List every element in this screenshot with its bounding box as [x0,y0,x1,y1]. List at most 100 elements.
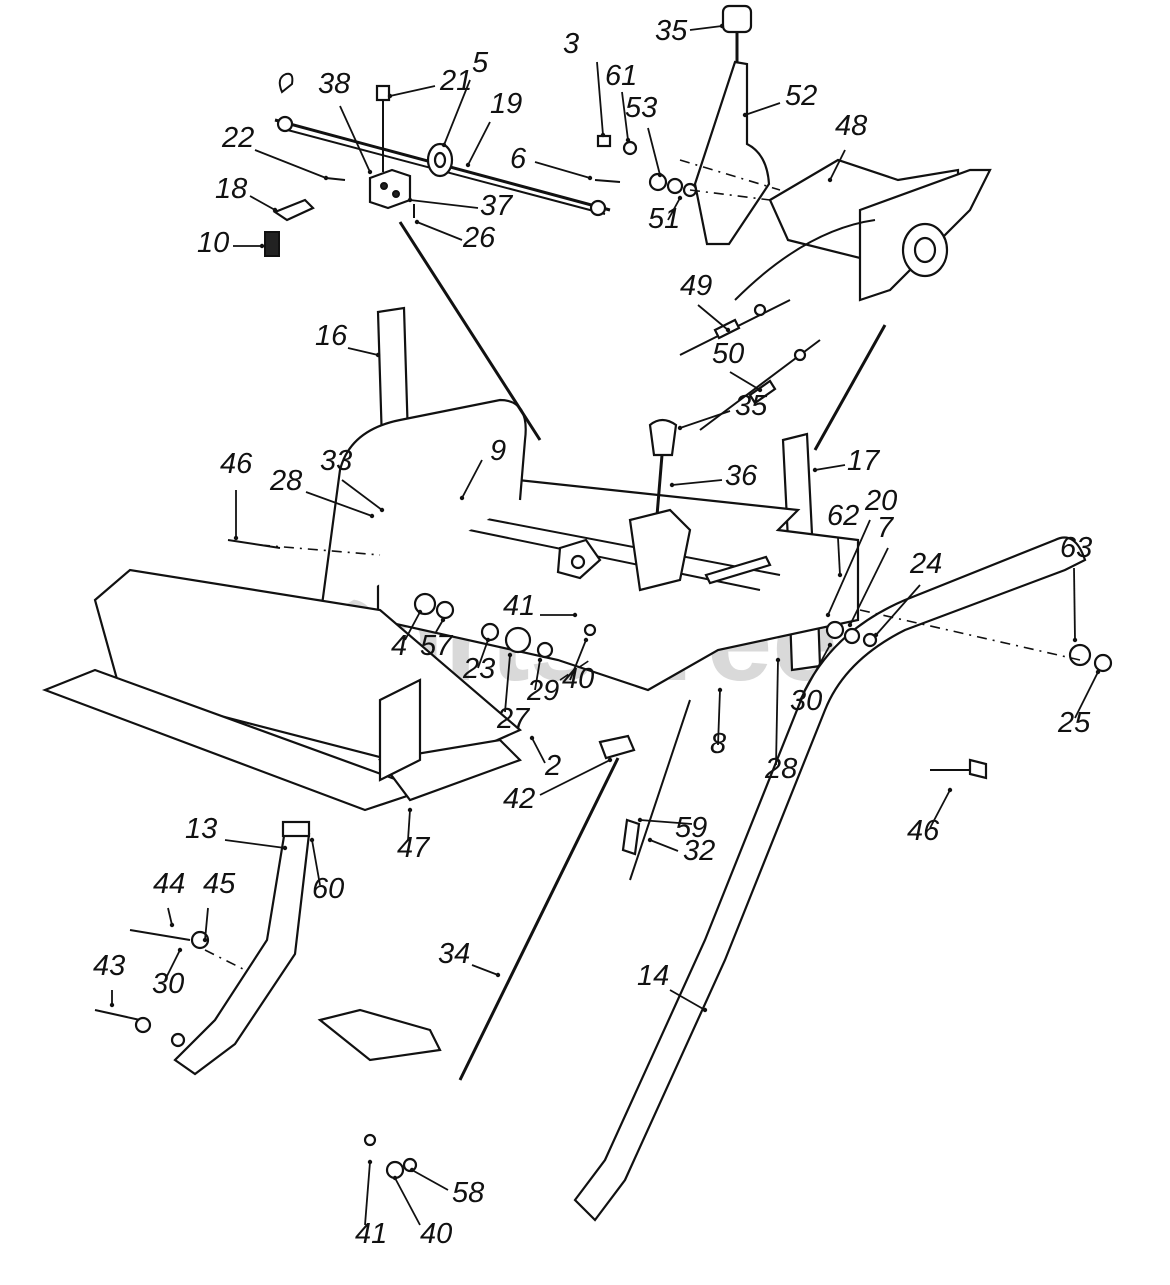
fasteners [227,539,1113,780]
callout-label[interactable]: 26 [462,222,496,254]
leader-arrowhead [259,243,265,249]
callout-label[interactable]: 52 [785,80,817,112]
drawing [41,4,1113,1222]
callout-label[interactable]: 3 [563,28,579,60]
callout-label[interactable]: 42 [503,783,535,815]
leader-line [679,410,731,429]
callout-label[interactable]: 18 [215,173,247,205]
leader-line [667,197,681,221]
callout-label[interactable]: 33 [320,445,352,477]
callout-label[interactable]: 41 [503,590,535,622]
callout-label[interactable]: 60 [312,873,344,905]
callout-label[interactable]: 8 [710,728,726,760]
callout-label[interactable]: 30 [790,685,822,717]
callout-label[interactable]: 41 [355,1218,387,1250]
callout-label[interactable]: 45 [203,868,236,900]
leader-line [407,809,411,841]
callout-label[interactable]: 62 [827,500,859,532]
leader-arrowhead [407,197,413,203]
leader-line [249,195,276,211]
callout-label[interactable]: 61 [605,60,637,92]
leader-arrowhead [657,172,663,178]
leader-arrowhead [825,612,831,618]
callout-label[interactable]: 23 [462,653,495,685]
leader-arrowhead [379,507,385,513]
callout-label[interactable]: 16 [315,320,348,352]
callout-label[interactable]: 38 [318,68,350,100]
leader-arrowhead [507,652,513,658]
callout-label[interactable]: 30 [152,968,184,1000]
leader-arrowhead [647,837,653,843]
leader-line [539,759,611,796]
callout-label[interactable]: 53 [625,92,657,124]
leader-line [689,25,723,31]
callout-label[interactable]: 43 [93,950,125,982]
leader-line [697,304,729,331]
callout-label[interactable]: 20 [864,485,897,517]
callout-label[interactable]: 37 [480,190,514,222]
chute [41,568,523,812]
callout-label[interactable]: 21 [439,65,472,97]
callout-label[interactable]: 5 [472,47,489,79]
callout-label[interactable]: 51 [648,203,680,235]
guide-line [813,324,887,451]
leader-line [875,584,921,636]
callout-label[interactable]: 28 [764,753,797,785]
leader-line [1074,671,1099,719]
callout-label[interactable]: 29 [526,675,559,707]
callout-label[interactable]: 32 [683,835,715,867]
callout-label[interactable]: 17 [847,445,881,477]
leader-line [837,537,841,576]
callout-label[interactable]: 35 [735,390,768,422]
leader-arrowhead [847,622,853,628]
leader-line [404,611,421,641]
callout-label[interactable]: 7 [877,512,895,544]
callout-label[interactable]: 59 [675,812,707,844]
callout-label[interactable]: 49 [680,270,712,302]
callout-label[interactable]: 25 [1057,707,1091,739]
leader-arrowhead [537,657,543,663]
callout-label[interactable]: 47 [397,832,431,864]
dash-line [559,659,591,681]
leader-line [534,659,541,691]
callout-label[interactable]: 4 [391,630,407,662]
callout-label[interactable]: 46 [220,448,253,480]
callout-label[interactable]: 2 [544,750,561,782]
callout-label[interactable]: 35 [655,15,688,47]
leader-arrowhead [572,612,578,618]
callout-label[interactable]: 40 [562,663,594,695]
leader-arrowhead [367,1159,373,1165]
callout-label[interactable]: 36 [725,460,758,492]
callout-label[interactable]: 24 [909,548,942,580]
callout-label[interactable]: 34 [438,938,470,970]
callout-label[interactable]: 13 [185,813,217,845]
leader-arrowhead [725,327,731,333]
callout-label[interactable]: 40 [420,1218,452,1250]
leader-arrowhead [495,972,501,978]
leader-arrowhead [677,195,683,201]
callout-label[interactable]: 63 [1060,532,1092,564]
leader-arrowhead [669,482,675,488]
callout-label[interactable]: 28 [269,465,302,497]
leader-line [467,121,491,166]
leader-line [461,459,483,499]
callout-label[interactable]: 44 [153,868,185,900]
callout-label[interactable]: 46 [907,815,940,847]
callout-label[interactable]: 22 [221,122,254,154]
callout-label[interactable]: 9 [490,435,506,467]
callout-label[interactable]: 48 [835,110,867,142]
leader-line [435,619,444,633]
callout-label[interactable]: 27 [496,703,531,735]
callout-label[interactable]: 50 [712,338,744,370]
dash-line [679,159,781,191]
callout-label[interactable]: 6 [510,143,527,175]
leader-arrowhead [272,207,278,213]
callout-label[interactable]: 57 [420,630,454,662]
leader-line [339,105,371,173]
callout-label[interactable]: 10 [197,227,229,259]
leader-line [341,479,383,511]
callout-label[interactable]: 58 [452,1177,484,1209]
callout-label[interactable]: 19 [490,88,522,120]
callout-label[interactable]: 14 [637,960,669,992]
leader-line [389,85,436,97]
